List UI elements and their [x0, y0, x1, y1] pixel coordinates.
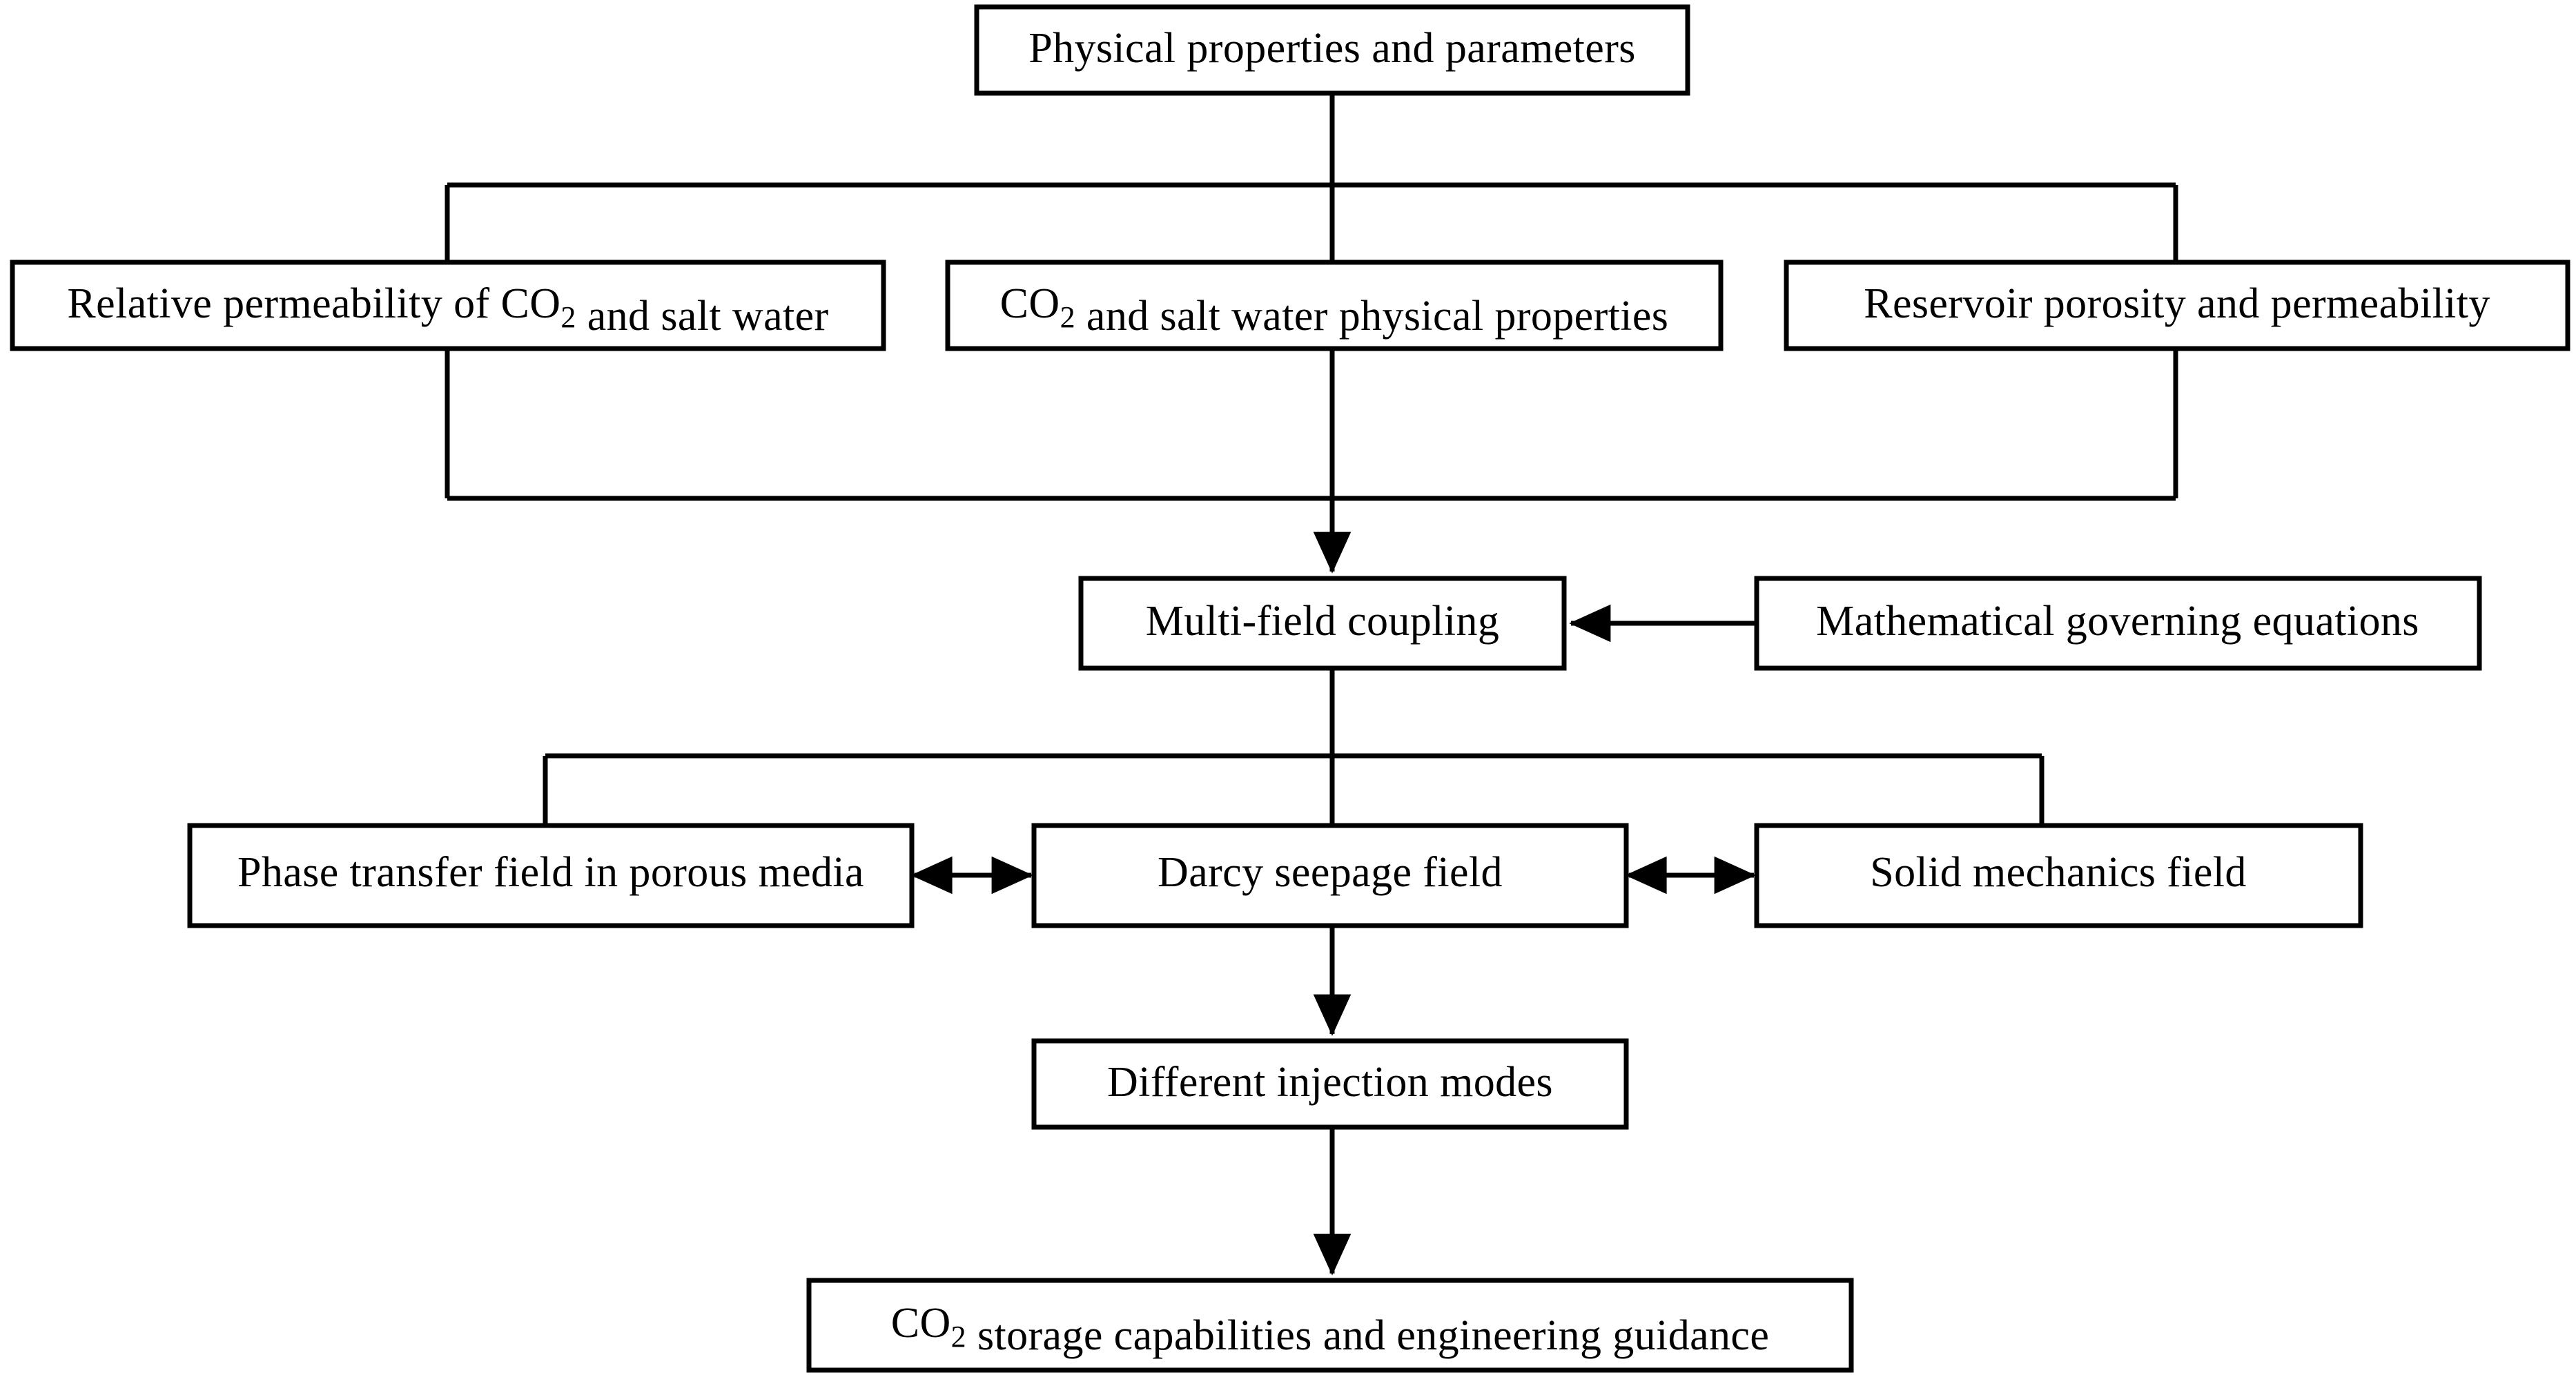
node-different-injection-modes[interactable]: Different injection modes	[1031, 1038, 1629, 1130]
node-label: Phase transfer field in porous media	[237, 849, 864, 896]
node-label: Relative permeability of CO2 and salt wa…	[67, 280, 828, 340]
node-box[interactable]	[1754, 576, 2482, 671]
node-label: Mathematical governing equations	[1816, 598, 2419, 645]
node-label: Different injection modes	[1107, 1059, 1553, 1106]
node-box[interactable]	[10, 260, 886, 351]
node-box[interactable]	[1784, 260, 2570, 351]
node-darcy-seepage-field[interactable]: Darcy seepage field	[1031, 823, 1629, 928]
node-label: CO2 storage capabilities and engineering…	[891, 1300, 1770, 1359]
node-box[interactable]	[974, 4, 1690, 96]
node-multi-field-coupling[interactable]: Multi-field coupling	[1078, 576, 1567, 671]
node-box[interactable]	[945, 260, 1724, 351]
node-label: Reservoir porosity and permeability	[1864, 280, 2490, 327]
node-label: Physical properties and parameters	[1028, 25, 1636, 72]
connector-layer	[445, 93, 2178, 1276]
node-co2-and-salt-water-physical-properties[interactable]: CO2 and salt water physical properties	[945, 260, 1724, 351]
node-reservoir-porosity-and-permeability[interactable]: Reservoir porosity and permeability	[1784, 260, 2570, 351]
node-box[interactable]	[1754, 823, 2363, 928]
node-label: CO2 and salt water physical properties	[1000, 280, 1669, 340]
node-mathematical-governing-equations[interactable]: Mathematical governing equations	[1754, 576, 2482, 671]
node-physical-properties-and-parameters[interactable]: Physical properties and parameters	[974, 4, 1690, 96]
node-phase-transfer-field-in-porous-media[interactable]: Phase transfer field in porous media	[187, 823, 915, 928]
node-box[interactable]	[806, 1278, 1854, 1373]
node-layer: Physical properties and parameters Relat…	[10, 4, 2570, 1373]
node-label: Multi-field coupling	[1146, 598, 1500, 645]
node-box[interactable]	[1031, 823, 1629, 928]
node-co2-storage-capabilities-and-engineering-guidance[interactable]: CO2 storage capabilities and engineering…	[806, 1278, 1854, 1373]
node-label: Darcy seepage field	[1158, 849, 1503, 896]
node-box[interactable]	[1031, 1038, 1629, 1130]
node-box[interactable]	[187, 823, 915, 928]
node-label: Solid mechanics field	[1870, 849, 2247, 896]
node-solid-mechanics-field[interactable]: Solid mechanics field	[1754, 823, 2363, 928]
node-box[interactable]	[1078, 576, 1567, 671]
node-relative-permeability-of-co2-and-salt-water[interactable]: Relative permeability of CO2 and salt wa…	[10, 260, 886, 351]
